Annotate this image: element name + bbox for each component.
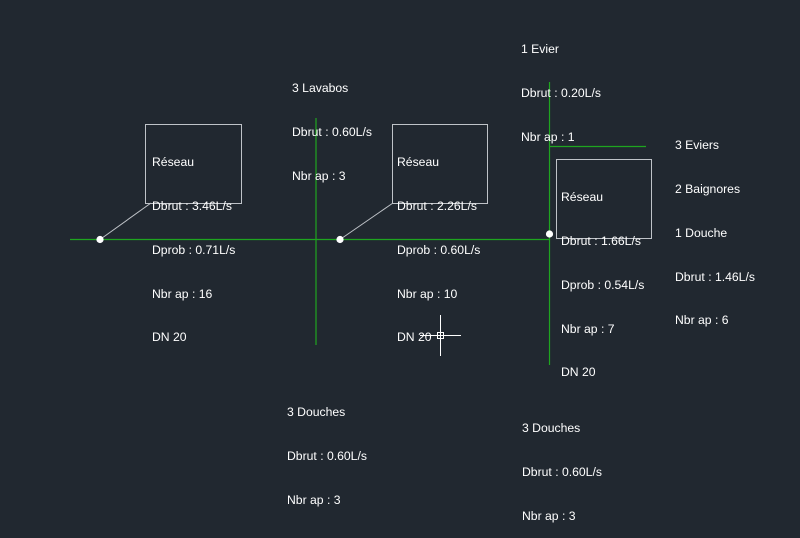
- reseau-box-2-frame: [392, 124, 488, 204]
- node-point-1[interactable]: [96, 235, 104, 244]
- nbr-ap-value: Nbr ap : 3: [287, 492, 341, 507]
- nbr-ap-value: Nbr ap : 3: [292, 168, 346, 183]
- dbrut-value: Dbrut : 0.60L/s: [287, 448, 367, 463]
- dprob-value: Dprob : 0.54L/s: [561, 277, 645, 292]
- label-douches-right: 3 Douches Dbrut : 0.60L/s Nbr ap : 3: [522, 392, 602, 538]
- dn-value: DN 20: [397, 330, 432, 345]
- reseau-box-1-frame: [145, 124, 242, 204]
- dbrut-value: Dbrut : 0.20L/s: [521, 85, 601, 100]
- label-right-group: 3 Eviers 2 Baignores 1 Douche Dbrut : 1.…: [675, 109, 755, 343]
- nbr-ap-value: Nbr ap : 7: [561, 321, 615, 336]
- fixture-line: 2 Baignores: [675, 181, 741, 196]
- dbrut-value: Dbrut : 1.46L/s: [675, 269, 755, 284]
- nbr-ap-value: Nbr ap : 16: [152, 286, 213, 301]
- reseau-box-3: Réseau Dbrut : 1.66L/s Dprob : 0.54L/s N…: [561, 161, 644, 395]
- reseau-title: Réseau: [397, 155, 440, 170]
- dprob-value: Dprob : 0.71L/s: [152, 242, 236, 257]
- fixture-line: 3 Douches: [287, 405, 346, 420]
- node-point-2[interactable]: [336, 235, 344, 244]
- dbrut-value: Dbrut : 2.26L/s: [397, 198, 477, 213]
- drawing-canvas[interactable]: [0, 0, 800, 450]
- reseau-title: Réseau: [561, 190, 604, 205]
- fixture-line: 3 Lavabos: [292, 81, 349, 96]
- dn-value: DN 20: [152, 330, 187, 345]
- fixture-line: 1 Evier: [521, 42, 559, 57]
- reseau-box-2: Réseau Dbrut : 2.26L/s Dprob : 0.60L/s N…: [397, 126, 480, 360]
- leader-line-1: [99, 202, 152, 240]
- label-douches-left: 3 Douches Dbrut : 0.60L/s Nbr ap : 3: [287, 376, 367, 522]
- dbrut-value: Dbrut : 3.46L/s: [152, 198, 232, 213]
- nbr-ap-value: Nbr ap : 10: [397, 286, 458, 301]
- crosshair-cursor-icon: [420, 315, 461, 356]
- dprob-value: Dprob : 0.60L/s: [397, 242, 481, 257]
- dn-value: DN 20: [561, 365, 596, 380]
- reseau-title: Réseau: [152, 155, 195, 170]
- label-lavabos: 3 Lavabos Dbrut : 0.60L/s Nbr ap : 3: [292, 52, 372, 198]
- dbrut-value: Dbrut : 0.60L/s: [292, 124, 372, 139]
- nbr-ap-value: Nbr ap : 3: [522, 508, 576, 523]
- dbrut-value: Dbrut : 0.60L/s: [522, 464, 602, 479]
- fixture-line: 3 Eviers: [675, 138, 720, 153]
- reseau-box-3-frame: [556, 159, 652, 239]
- dbrut-value: Dbrut : 1.66L/s: [561, 233, 641, 248]
- leader-line-2: [339, 202, 394, 240]
- label-evier-top: 1 Evier Dbrut : 0.20L/s Nbr ap : 1: [521, 13, 601, 159]
- nbr-ap-value: Nbr ap : 6: [675, 313, 729, 328]
- nbr-ap-value: Nbr ap : 1: [521, 129, 575, 144]
- reseau-box-1: Réseau Dbrut : 3.46L/s Dprob : 0.71L/s N…: [152, 126, 235, 360]
- fixture-line: 1 Douche: [675, 225, 728, 240]
- fixture-line: 3 Douches: [522, 421, 581, 436]
- node-point-3[interactable]: [545, 230, 554, 238]
